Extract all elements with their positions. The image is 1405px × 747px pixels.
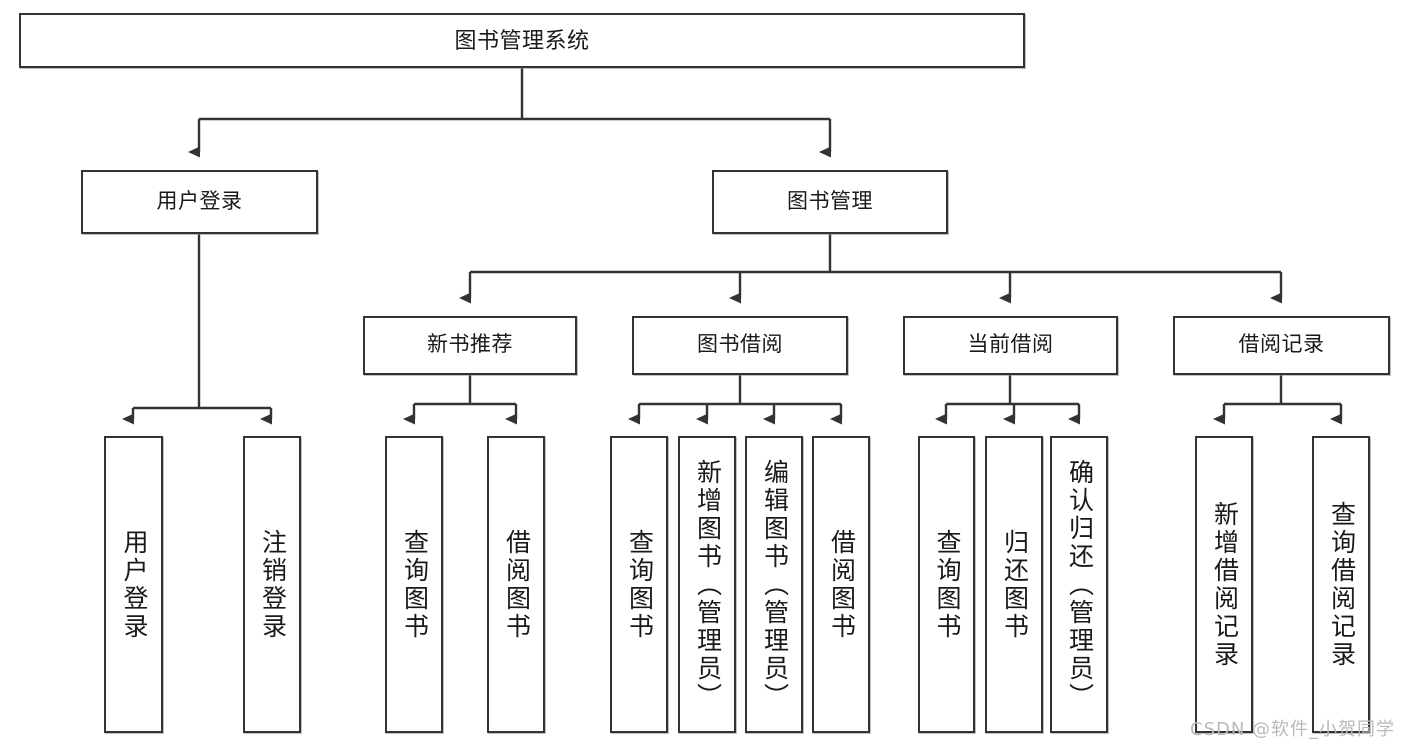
node-new-book-recommend-label: 新书推荐 xyxy=(427,333,513,357)
leaf-confirm-return-admin[interactable]: 确认归还（管理员） xyxy=(1050,436,1108,733)
node-book-borrow[interactable]: 图书借阅 xyxy=(632,316,848,375)
node-borrow-record[interactable]: 借阅记录 xyxy=(1173,316,1390,375)
leaf-logout-login-label: 注销登录 xyxy=(258,528,287,641)
node-borrow-record-label: 借阅记录 xyxy=(1238,333,1325,357)
node-user-login-label: 用户登录 xyxy=(156,189,243,213)
node-current-borrow-label: 当前借阅 xyxy=(967,333,1054,357)
node-user-login[interactable]: 用户登录 xyxy=(81,170,318,234)
leaf-query-borrow-record-label: 查询借阅记录 xyxy=(1327,500,1356,669)
leaf-edit-book-admin[interactable]: 编辑图书（管理员） xyxy=(745,436,803,733)
leaf-query-book-borrow[interactable]: 查询图书 xyxy=(610,436,668,733)
leaf-user-login[interactable]: 用户登录 xyxy=(104,436,163,733)
node-book-borrow-label: 图书借阅 xyxy=(697,333,783,357)
leaf-borrow-book-rec-label: 借阅图书 xyxy=(502,528,531,641)
leaf-return-book-label: 归还图书 xyxy=(1000,528,1029,641)
leaf-borrow-book-rec[interactable]: 借阅图书 xyxy=(487,436,545,733)
node-root-label: 图书管理系统 xyxy=(454,27,590,53)
leaf-add-borrow-record-label: 新增借阅记录 xyxy=(1210,500,1239,669)
leaf-confirm-return-admin-label: 确认归还（管理员） xyxy=(1065,458,1094,711)
node-book-management[interactable]: 图书管理 xyxy=(712,170,948,234)
leaf-query-book-rec[interactable]: 查询图书 xyxy=(385,436,443,733)
leaf-borrow-book[interactable]: 借阅图书 xyxy=(812,436,870,733)
node-root[interactable]: 图书管理系统 xyxy=(19,13,1025,68)
leaf-query-book-rec-label: 查询图书 xyxy=(400,528,429,641)
leaf-user-login-label: 用户登录 xyxy=(120,528,148,641)
watermark-text: CSDN @软件_小贺同学 xyxy=(1190,719,1396,740)
node-current-borrow[interactable]: 当前借阅 xyxy=(903,316,1118,375)
leaf-query-book-cur-label: 查询图书 xyxy=(933,528,961,641)
leaf-query-book-cur[interactable]: 查询图书 xyxy=(918,436,975,733)
leaf-edit-book-admin-label: 编辑图书（管理员） xyxy=(760,458,789,711)
leaf-add-borrow-record[interactable]: 新增借阅记录 xyxy=(1195,436,1253,733)
leaf-return-book[interactable]: 归还图书 xyxy=(985,436,1043,733)
node-book-management-label: 图书管理 xyxy=(787,189,873,213)
leaf-add-book-admin-label: 新增图书（管理员） xyxy=(693,458,722,711)
leaf-logout-login[interactable]: 注销登录 xyxy=(243,436,301,733)
leaf-borrow-book-label: 借阅图书 xyxy=(827,528,856,641)
leaf-add-book-admin[interactable]: 新增图书（管理员） xyxy=(678,436,736,733)
leaf-query-book-borrow-label: 查询图书 xyxy=(625,528,654,641)
node-new-book-recommend[interactable]: 新书推荐 xyxy=(363,316,577,375)
leaf-query-borrow-record[interactable]: 查询借阅记录 xyxy=(1312,436,1370,733)
